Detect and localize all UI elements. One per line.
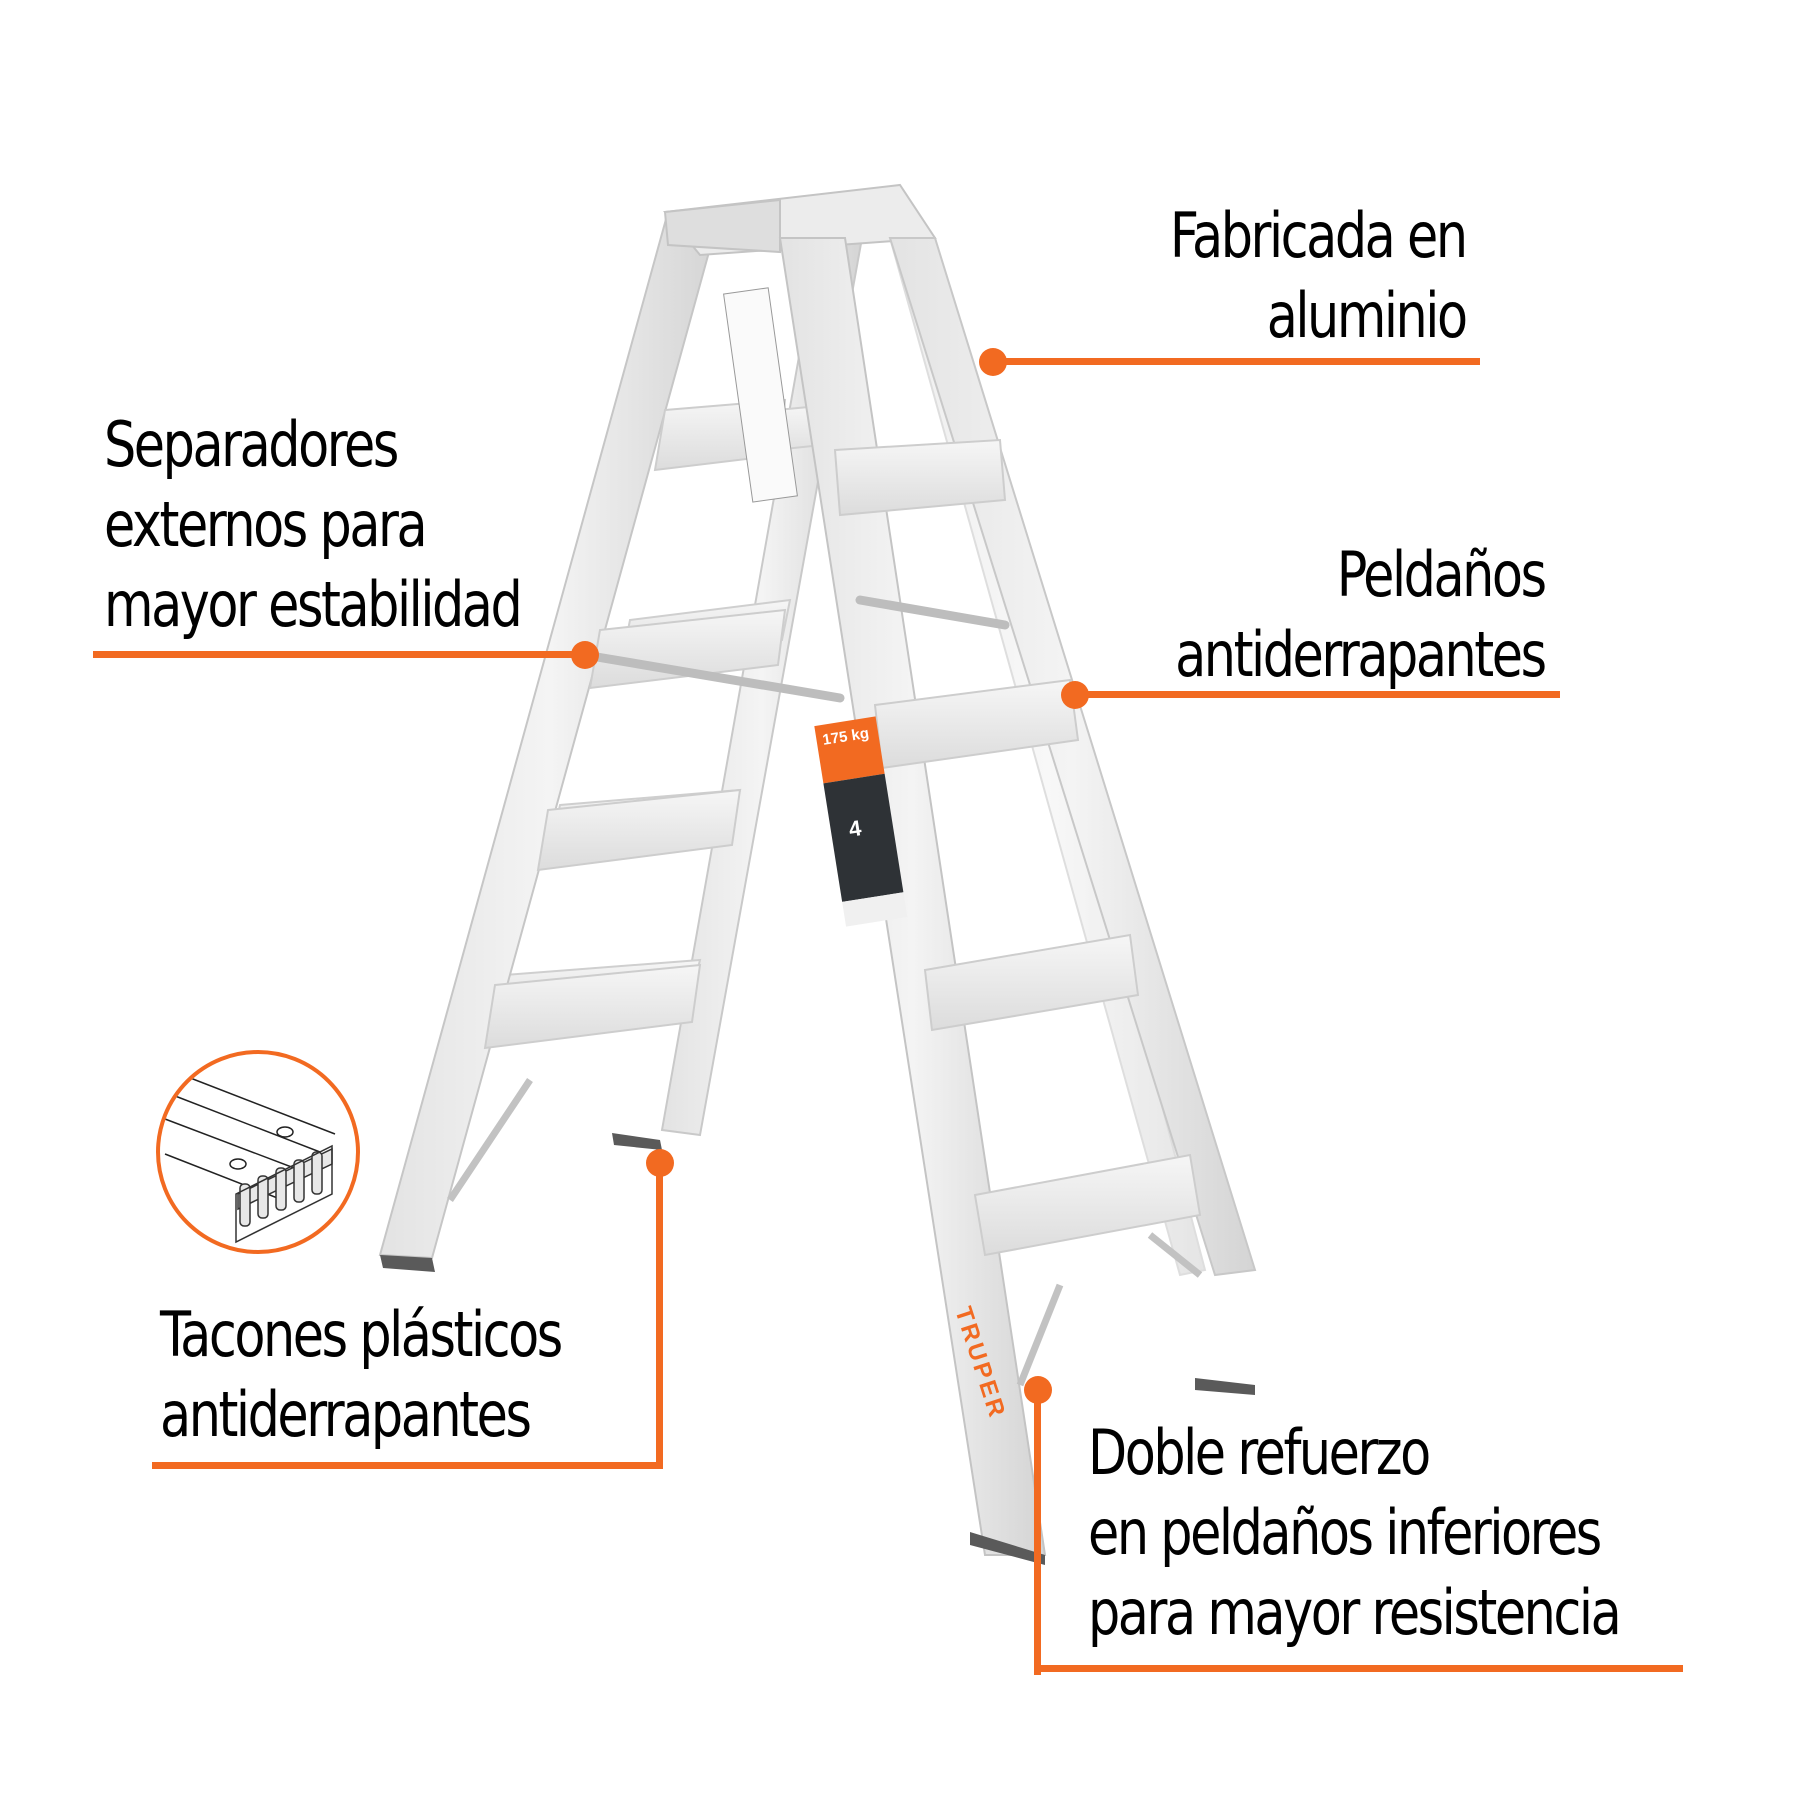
callout-steps-dot — [1061, 681, 1089, 709]
callout-feet-line-1: Tacones plásticos — [160, 1298, 563, 1371]
foot-detail-inset — [156, 1050, 360, 1254]
callout-material-dot — [979, 348, 1007, 376]
spreader-bars — [580, 595, 1010, 703]
callout-spreaders-line-3: mayor estabilidad — [104, 568, 523, 641]
callout-steps-line-1: Peldaños — [1337, 538, 1547, 611]
callout-reinforcement-line-3: para mayor resistencia — [1088, 1576, 1622, 1649]
right-rail — [778, 237, 1047, 1556]
callout-spreaders: Separadores externos para mayor estabili… — [104, 405, 523, 645]
callout-feet: Tacones plásticos antiderrapantes — [160, 1295, 563, 1455]
callout-reinforcement: Doble refuerzo en peldaños inferiores pa… — [1088, 1413, 1622, 1653]
product-sticker: 175 kg 4 — [814, 716, 908, 927]
callout-reinforcement-line-2: en peldaños inferiores — [1088, 1496, 1602, 1569]
callout-feet-line-2: antiderrapantes — [160, 1378, 532, 1451]
top-cap — [663, 183, 937, 257]
callout-material-line-2: aluminio — [1267, 279, 1468, 352]
non-slip-foot-detail-icon — [164, 1073, 336, 1244]
callout-feet-leader-horizontal — [152, 1462, 663, 1469]
callout-steps-leader — [1075, 691, 1560, 698]
steps-text: 4 — [847, 815, 864, 842]
callout-spreaders-line-1: Separadores — [104, 408, 399, 481]
callout-steps-line-2: antiderrapantes — [1175, 618, 1548, 691]
callout-material-line-1: Fabricada en — [1170, 199, 1468, 272]
callout-steps: Peldaños antiderrapantes — [1175, 535, 1548, 695]
callout-reinforcement-dot — [1024, 1376, 1052, 1404]
right-steps — [833, 438, 1202, 1257]
callout-spreaders-line-2: externos para — [104, 488, 428, 561]
callout-spreaders-dot — [571, 641, 599, 669]
callout-feet-dot — [646, 1149, 674, 1177]
callout-material: Fabricada en aluminio — [1170, 196, 1468, 356]
callout-spreaders-leader — [93, 651, 585, 658]
warning-label — [723, 287, 798, 503]
callout-reinforcement-line-1: Doble refuerzo — [1088, 1416, 1431, 1489]
ladder-feet — [380, 1133, 1255, 1565]
lower-braces — [447, 1078, 1203, 1387]
callout-reinforcement-leader-vertical — [1034, 1390, 1041, 1675]
callout-reinforcement-leader-horizontal — [1034, 1665, 1683, 1672]
callout-material-leader — [993, 358, 1480, 365]
callout-feet-leader-vertical — [656, 1163, 663, 1469]
